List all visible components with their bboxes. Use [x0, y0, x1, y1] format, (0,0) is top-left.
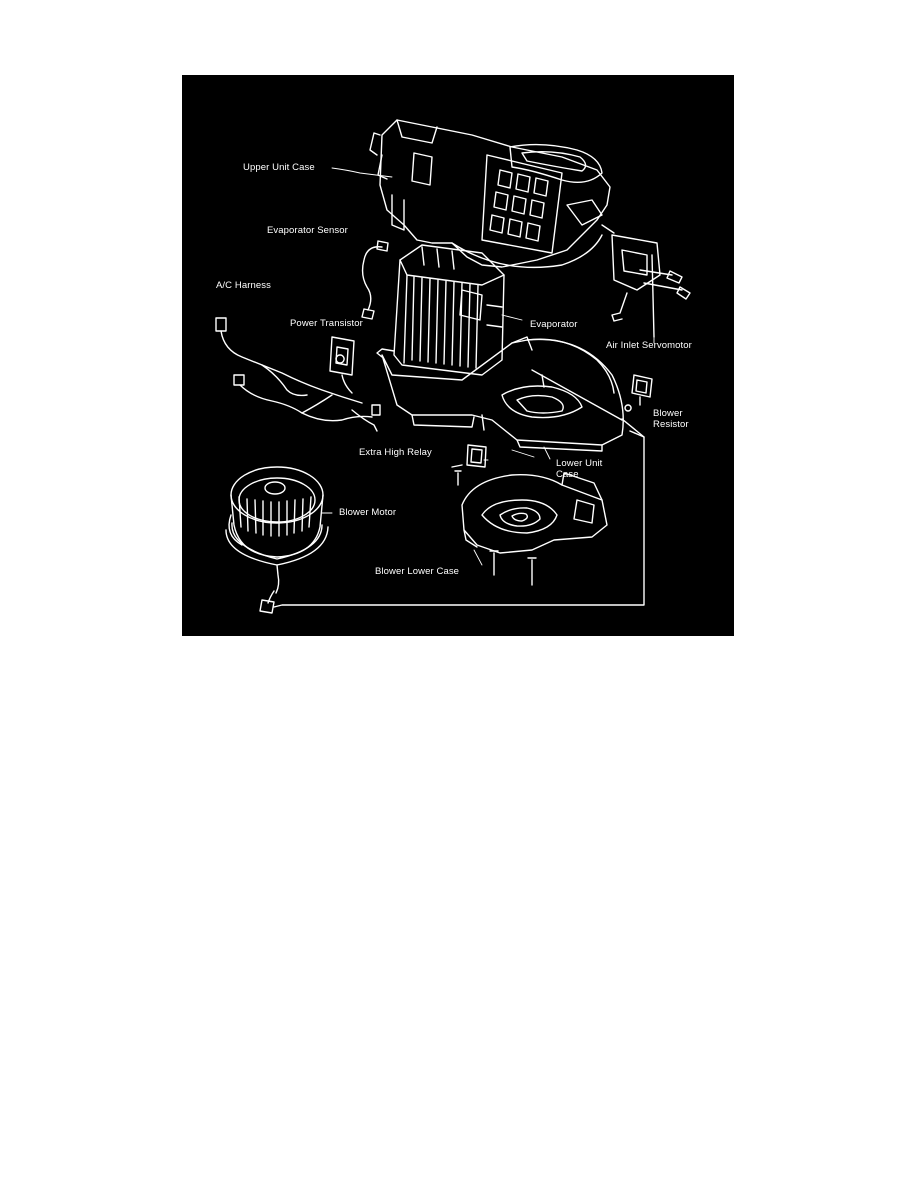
ground-wire: [273, 418, 645, 608]
diagram-drawing: [215, 119, 691, 614]
evaporator: [393, 244, 505, 376]
label-blower-resistor-line2: Resistor: [653, 419, 689, 430]
blower-motor: [225, 466, 329, 614]
label-upper-unit-case: Upper Unit Case: [243, 162, 315, 173]
label-evaporator: Evaporator: [530, 319, 578, 330]
label-blower-motor: Blower Motor: [339, 507, 397, 518]
hvac-exploded-diagram: Upper Unit Case Evaporator Sensor A/C Ha…: [182, 75, 734, 636]
label-lower-unit-case-line2: Case: [556, 469, 579, 480]
air-inlet-servomotor: [601, 224, 691, 338]
label-lower-unit-case-line1: Lower Unit: [556, 458, 603, 469]
blower-resistor: [624, 374, 653, 412]
label-evaporator-sensor: Evaporator Sensor: [267, 225, 348, 236]
label-air-inlet-servomotor: Air Inlet Servomotor: [606, 340, 692, 351]
leader-lines: [321, 167, 655, 566]
label-blower-resistor-line1: Blower: [653, 408, 683, 419]
label-power-transistor: Power Transistor: [290, 318, 363, 329]
label-blower-lower-case: Blower Lower Case: [375, 566, 460, 577]
power-transistor: [329, 336, 355, 394]
label-extra-high-relay: Extra High Relay: [359, 447, 432, 458]
lower-unit-case: [376, 336, 624, 452]
blower-lower-case: [461, 472, 608, 586]
ac-harness: [215, 317, 381, 432]
evaporator-sensor: [361, 240, 389, 320]
upper-unit-case: [369, 119, 611, 269]
label-ac-harness: A/C Harness: [216, 280, 271, 291]
extra-high-relay: [451, 444, 487, 486]
